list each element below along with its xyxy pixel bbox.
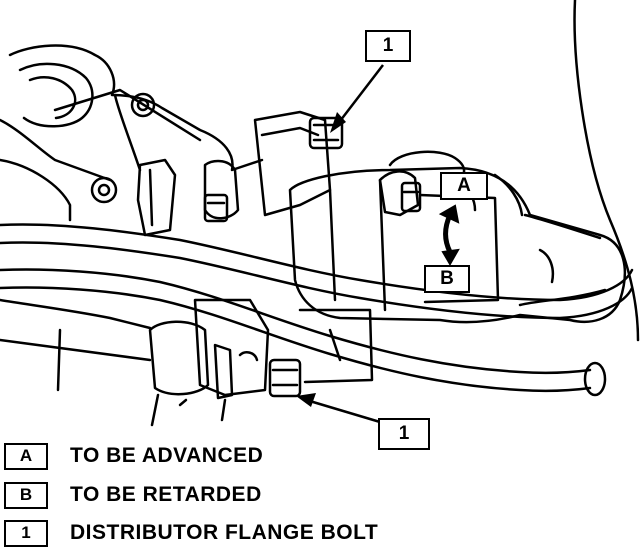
legend-row-flange-bolt: 1 DISTRIBUTOR FLANGE BOLT xyxy=(4,517,378,549)
leader-bottom-bolt xyxy=(302,397,381,424)
legend-row-advance: A TO BE ADVANCED xyxy=(4,440,263,472)
fender-edge xyxy=(573,0,640,342)
legend-text-flange-bolt: DISTRIBUTOR FLANGE BOLT xyxy=(70,521,379,544)
callout-advance: A xyxy=(440,172,488,200)
lower-flange-bolt xyxy=(268,358,302,398)
clamp-bolt xyxy=(400,181,422,213)
callout-bottom-bolt: 1 xyxy=(378,418,430,450)
mounting-bracket xyxy=(136,158,177,237)
leader-top-bolt xyxy=(336,64,384,126)
legend-text-retard: TO BE RETARDED xyxy=(70,483,262,506)
bracket-bolt xyxy=(203,193,229,223)
legend-row-retard: B TO BE RETARDED xyxy=(4,479,262,511)
lower-flange xyxy=(193,298,270,397)
harness-lower xyxy=(0,268,592,375)
engine-bolt-lower xyxy=(90,176,118,204)
legend-key-flange-bolt: 1 xyxy=(4,519,48,547)
engine-bolt-upper xyxy=(130,92,156,118)
legend-key-advance: A xyxy=(4,442,48,470)
callout-top-bolt: 1 xyxy=(365,30,411,62)
harness-upper xyxy=(0,223,634,302)
callout-retard: B xyxy=(424,265,470,293)
engine-block-outline xyxy=(8,44,264,172)
rotation-direction-arrow xyxy=(438,204,460,266)
legend-key-retard: B xyxy=(4,481,48,509)
legend-text-advance: TO BE ADVANCED xyxy=(70,444,264,467)
distributor-flange xyxy=(253,110,332,217)
